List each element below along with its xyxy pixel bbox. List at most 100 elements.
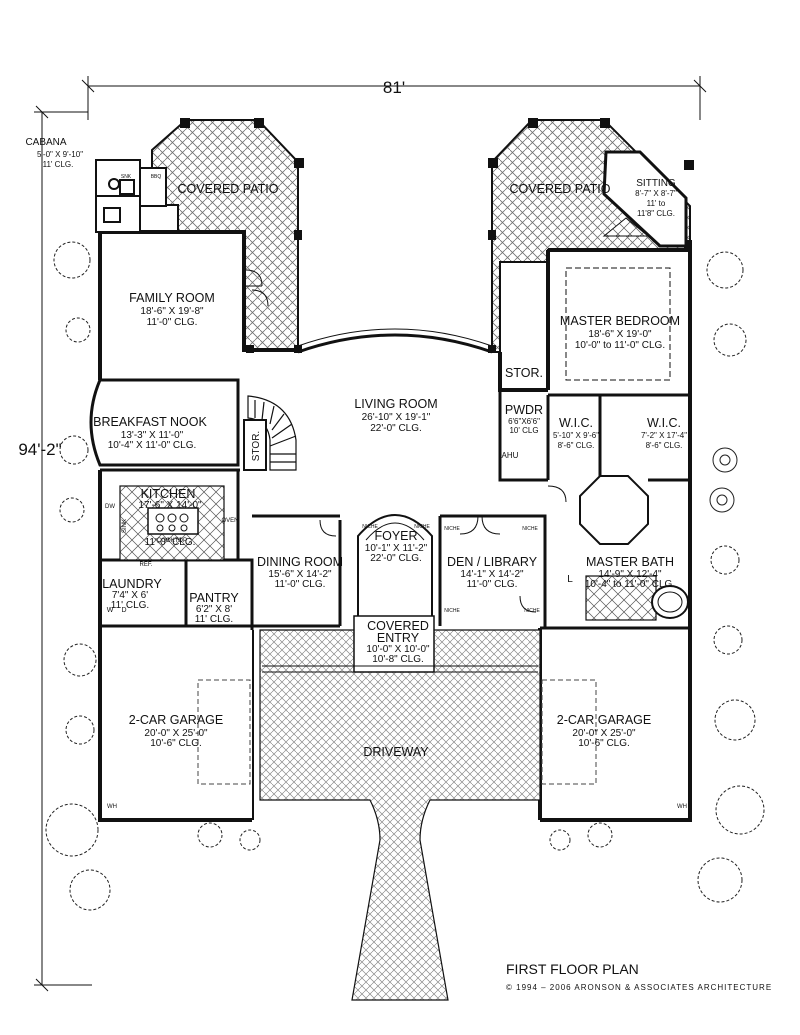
breakfast-nook-ceiling: 10'-4" X 11'-0" CLG. [108, 440, 197, 451]
foyer-size: 10'-1" X 11'-2" [365, 543, 428, 554]
family-room-label: FAMILY ROOM 18'-6" X 19'-8" 11'-0" CLG. [129, 291, 215, 328]
garage-right-car-outline [541, 679, 597, 785]
oven-label: OVEN [221, 518, 238, 524]
kitchen-name: KITCHEN [141, 487, 196, 501]
refrigerator-label: REF. [139, 562, 152, 568]
garage-right-name: 2-CAR GARAGE [557, 713, 651, 727]
cabana-ceiling: 11' CLG. [43, 160, 74, 169]
sitting-bay [602, 150, 688, 248]
den-library-size: 14'-1" X 14'-2" [460, 569, 524, 580]
plan-title: FIRST FLOOR PLAN [506, 961, 639, 977]
kitchen-size: 17'-6" X 14'-0" [138, 500, 202, 511]
garage-right-label: 2-CAR GARAGE 20'-0" X 25'-0" 10'-6" CLG. [557, 713, 651, 749]
sitting-size: 8'-7" X 8'-7" [635, 189, 677, 198]
kitchen-island [147, 507, 199, 535]
laundry-name: LAUNDRY [102, 577, 162, 591]
driveway-label: DRIVEWAY [363, 745, 429, 759]
master-bath-ceiling: 10'-4" to 11'-0" CLG. [585, 579, 675, 590]
breakfast-nook-label: BREAKFAST NOOK 13'-3" X 11'-0" 10'-4" X … [93, 415, 207, 451]
living-room-size: 26'-10" X 19'-1" [362, 412, 431, 423]
master-bath-size: 14'-9" X 12'-4" [598, 569, 662, 580]
copyright-text: © 1994 – 2006 ARONSON & ASSOCIATES ARCHI… [506, 983, 772, 992]
niche-label-6: NICHE [524, 608, 540, 614]
covered-entry-ceiling: 10'-8" CLG. [372, 654, 424, 665]
covered-entry-size: 10'-0" X 10'-0" [366, 644, 430, 655]
covered-entry-label: COVERED ENTRY 10'-0" X 10'-0" 10'-8" CLG… [366, 619, 430, 665]
master-bedroom-label: MASTER BEDROOM 18'-6" X 19'-0" 10'-0" to… [560, 314, 680, 351]
laundry-label: LAUNDRY 7'4" X 6' 11' CLG. [102, 577, 162, 611]
sitting-ceiling-1: 11' to [647, 199, 666, 208]
water-heater-left-label: WH [107, 804, 117, 810]
den-library-ceiling: 11'-0" CLG. [467, 579, 518, 590]
cabana-block [95, 159, 167, 233]
breakfast-nook-size: 13'-3" X 11'-0" [121, 430, 184, 441]
landscaping [45, 241, 765, 911]
sitting-name: SITTING [636, 178, 676, 189]
dimension-lines [34, 76, 707, 992]
washer-label: W [107, 607, 114, 614]
water-heater-right-label: WH [677, 804, 687, 810]
pantry-ceiling: 11' CLG. [195, 614, 233, 625]
pwdr-ceiling: 10' CLG [509, 426, 538, 435]
pantry-size: 6'2" X 8' [196, 604, 232, 615]
garage-left-floor [102, 630, 252, 818]
dryer-label: D [121, 607, 126, 614]
dining-room-label: DINING ROOM 15'-6" X 14'-2" 11'-0" CLG. [257, 555, 343, 590]
sitting-ceiling-2: 11'8" CLG. [637, 209, 675, 218]
family-room-size: 18'-6" X 19'-8" [140, 306, 204, 317]
garage-right-size: 20'-0" X 25'-0" [572, 728, 636, 739]
powder-room-label: PWDR 6'6"X6'6" 10' CLG [505, 403, 543, 435]
breakfast-nook-bay [89, 378, 240, 467]
overall-width-label: 81' [383, 78, 405, 97]
wic-right-name: W.I.C. [647, 416, 681, 430]
foyer-rotunda [357, 514, 433, 621]
plan-footer: FIRST FLOOR PLAN © 1994 – 2006 ARONSON &… [506, 961, 772, 992]
door-swings [245, 269, 567, 613]
family-room-ceiling: 11'-0" CLG. [147, 317, 198, 328]
master-bedroom-name: MASTER BEDROOM [560, 314, 680, 328]
living-room-name: LIVING ROOM [354, 397, 437, 411]
pantry-name: PANTRY [189, 591, 239, 605]
master-bath-shower [579, 475, 649, 545]
den-library-label: DEN / LIBRARY 14'-1" X 14'-2" 11'-0" CLG… [447, 555, 538, 590]
cooktop-burners [155, 513, 189, 532]
fixture-labels: DW SINK OVEN COOKTOP REF. W D NICHE NICH… [105, 174, 687, 810]
bathtub-icon [651, 585, 689, 619]
master-bath-floor [585, 575, 657, 621]
foyer-ceiling: 22'-0" CLG. [370, 553, 422, 564]
dining-room-size: 15'-6" X 14'-2" [268, 569, 332, 580]
wic-left-ceiling: 8'-6" CLG. [558, 441, 595, 450]
kitchen-ceiling: 11'-0" CLG. [145, 537, 196, 548]
niche-label-4: NICHE [444, 608, 460, 614]
kitchen-label: KITCHEN 17'-6" X 14'-0" 11'-0" CLG. [138, 487, 202, 548]
garage-left-name: 2-CAR GARAGE [129, 713, 223, 727]
master-bath-label: MASTER BATH 14'-9" X 12'-4" 10'-4" to 11… [585, 555, 675, 590]
niche-label-2: NICHE [414, 524, 430, 530]
pwdr-size: 6'6"X6'6" [508, 417, 540, 426]
foyer-name: FOYER [374, 529, 417, 543]
master-bedroom-size: 18'-6" X 19'-0" [588, 329, 652, 340]
living-room-label: LIVING ROOM 26'-10" X 19'-1" 22'-0" CLG. [354, 397, 437, 434]
covered-entry-name-1: COVERED [367, 619, 429, 633]
linen-label: L [567, 574, 573, 585]
wic-right-ceiling: 8'-6" CLG. [646, 441, 683, 450]
dining-room-name: DINING ROOM [257, 555, 343, 569]
living-room-curved-wall [297, 333, 493, 354]
family-room-name: FAMILY ROOM [129, 291, 215, 305]
storage-right-label: STOR. [505, 366, 543, 380]
cabana-label: CABANA 5'-0" X 9'-10" 11' CLG. [25, 137, 83, 169]
dimension-labels: 81' 94'-2" [18, 78, 405, 459]
sink-label: SINK [122, 519, 128, 533]
garage-left-ceiling: 10'-6" CLG. [150, 738, 202, 749]
ahu-label: AHU [502, 451, 519, 460]
wic-left-label: W.I.C. 5'-10" X 9'-6" 8'-6" CLG. [553, 416, 599, 450]
cabana-name: CABANA [25, 137, 66, 148]
cabana-size: 5'-0" X 9'-10" [37, 150, 83, 159]
laundry-ceiling: 11' CLG. [111, 600, 149, 611]
dishwasher-label: DW [105, 504, 115, 510]
garage-right-ceiling: 10'-6" CLG. [578, 738, 630, 749]
wic-left-size: 5'-10" X 9'-6" [553, 431, 599, 440]
bbq-label: BBQ [151, 174, 162, 180]
covered-entry-area [353, 615, 435, 673]
foyer-label: FOYER 10'-1" X 11'-2" 22'-0" CLG. [365, 529, 428, 564]
